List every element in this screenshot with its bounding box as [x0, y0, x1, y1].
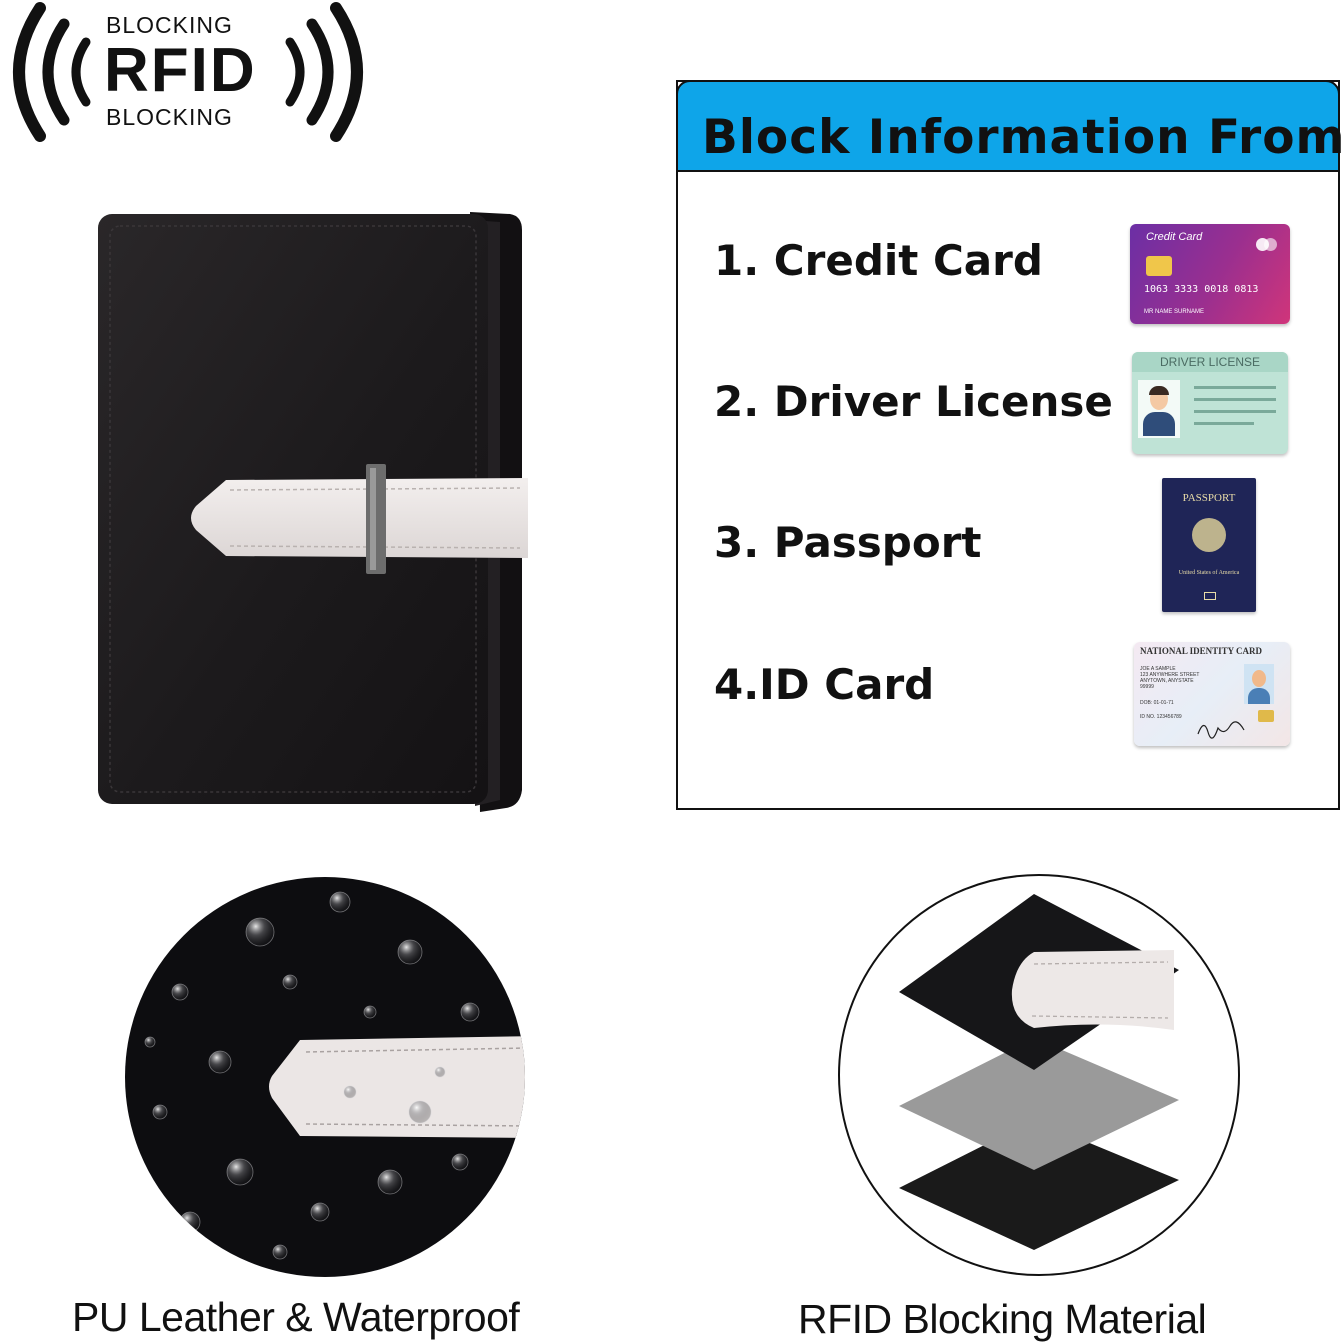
passport-seal-icon — [1192, 518, 1226, 552]
id-card-number: ID NO. 123456789 — [1140, 714, 1182, 720]
block-information-panel: Block Information From： 1. Credit Card 2… — [676, 80, 1343, 810]
block-information-header: Block Information From： — [676, 80, 1343, 172]
rfid-signal-icon — [13, 2, 363, 142]
credit-card-name: MR NAME SURNAME — [1144, 309, 1205, 315]
info-item-credit-card: 1. Credit Card — [714, 236, 1043, 285]
id-card-line3: ANYTOWN, ANYSTATE — [1140, 678, 1194, 684]
info-item-id-card: 4.ID Card — [714, 660, 935, 709]
logo-bottom-text: BLOCKING — [106, 104, 233, 130]
passport-title: PASSPORT — [1182, 492, 1236, 504]
waterproof-leather-icon — [125, 877, 525, 1277]
passport-icon: PASSPORT United States of America — [1162, 478, 1256, 612]
id-photo-icon — [1244, 664, 1274, 704]
id-card-line4: 99999 — [1140, 684, 1154, 690]
id-card-line2: 123 ANYWHERE STREET — [1140, 672, 1200, 678]
id-chip-icon — [1258, 710, 1274, 722]
card-chip-icon — [1146, 256, 1172, 276]
layered-material-icon — [838, 874, 1240, 1276]
passport-wallet-image — [98, 212, 528, 812]
signature-icon — [1197, 721, 1245, 739]
logo-main-text: RFID — [104, 36, 257, 105]
license-photo-icon — [1138, 380, 1180, 438]
id-card-line1: JOE A SAMPLE — [1140, 666, 1176, 672]
id-card-dob: DOB: 01-01-71 — [1140, 700, 1174, 706]
driver-license-title: DRIVER LICENSE — [1132, 352, 1288, 372]
block-information-title: Block Information From： — [702, 110, 1343, 165]
caption-pu-leather-waterproof: PU Leather & Waterproof — [72, 1294, 520, 1340]
logo-top-text: BLOCKING — [106, 12, 233, 38]
rfid-blocking-logo: BLOCKING RFID BLOCKING — [0, 0, 380, 150]
caption-rfid-blocking-material: RFID Blocking Material — [798, 1296, 1207, 1342]
credit-card-icon: Credit Card 1063 3333 0018 0813 MR NAME … — [1130, 224, 1290, 324]
info-item-driver-license: 2. Driver License — [714, 377, 1113, 426]
credit-card-number: 1063 3333 0018 0813 — [1144, 284, 1259, 295]
info-item-passport: 3. Passport — [714, 518, 982, 567]
credit-card-brand: Credit Card — [1146, 231, 1203, 243]
id-card-icon: NATIONAL IDENTITY CARD JOE A SAMPLE 123 … — [1134, 642, 1290, 746]
card-logo-icon — [1256, 238, 1277, 252]
passport-country: United States of America — [1178, 570, 1240, 576]
id-card-title: NATIONAL IDENTITY CARD — [1140, 646, 1263, 656]
driver-license-icon: DRIVER LICENSE — [1132, 352, 1288, 454]
